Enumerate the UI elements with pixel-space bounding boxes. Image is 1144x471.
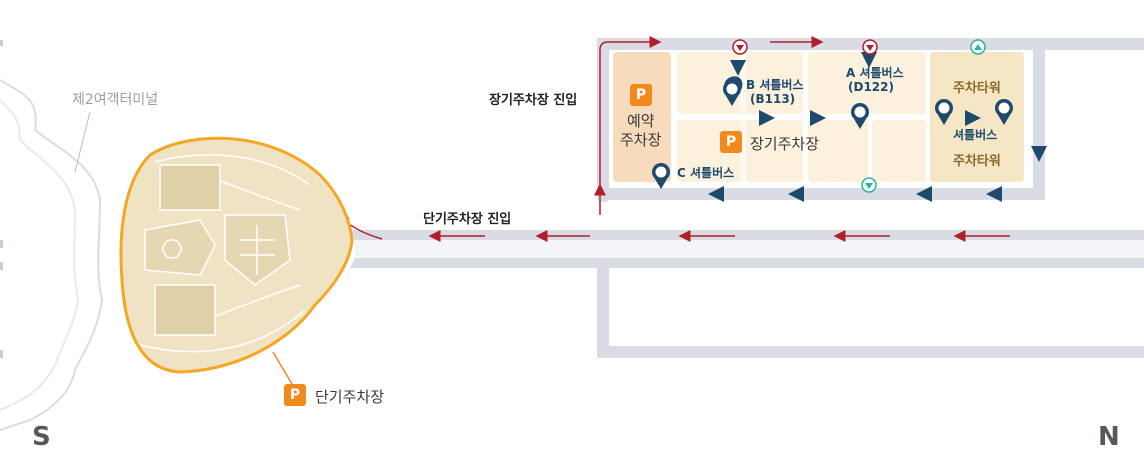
shuttle-a-label-1: A 셔틀버스 [846,66,904,80]
short-term-parking-icon: P [284,384,306,406]
shuttle-b-label-1: B 셔틀버스 [746,78,804,92]
left-map-edge [0,40,104,431]
main-road [350,230,1144,268]
long-term-parking-label: 장기주차장 [750,135,820,153]
inbound-routes [336,36,1010,242]
long-term-entry-label: 장기주차장 진입 [489,93,578,108]
exit-marker-bottom [861,177,877,193]
terminal-building [119,136,354,374]
shuttle-b-label-2: (B113) [750,92,796,106]
short-term-leader-line [272,351,293,385]
shuttle-tower-label: 셔틀버스 [953,128,998,142]
short-term-entry-label: 단기주차장 진입 [423,212,512,227]
parking-tower-label-bottom: 주차타워 [953,154,1001,169]
north-marker: N [1098,422,1120,452]
reserved-lot [613,52,671,182]
shuttle-a-label-2: (D122) [848,80,894,94]
long-term-parking-icon: P [720,131,742,153]
loop-road [597,268,1144,358]
bus-stop-icon-tower-left [935,99,953,125]
bus-stop-icon-b [723,76,743,106]
bus-stop-icon-a [851,103,869,129]
reserved-parking-label-1: 예약 [627,112,655,130]
short-term-parking-label: 단기주차장 [315,388,385,406]
bus-stop-icon-c [652,163,670,189]
bus-stop-icon-tower-right [995,99,1013,125]
shuttle-c-label: C 셔틀버스 [677,166,735,180]
reserved-parking-icon: P [630,84,652,106]
exit-marker-tower [970,39,986,55]
parking-tower-label-top: 주차타워 [953,81,1001,96]
entry-marker-b [732,39,748,55]
outbound-arrows [708,52,1047,202]
entry-marker-a [862,39,878,55]
terminal-label: 제2여객터미널 [72,92,159,108]
reserved-parking-label-2: 주차장 [620,131,662,149]
south-marker: S [32,422,51,452]
